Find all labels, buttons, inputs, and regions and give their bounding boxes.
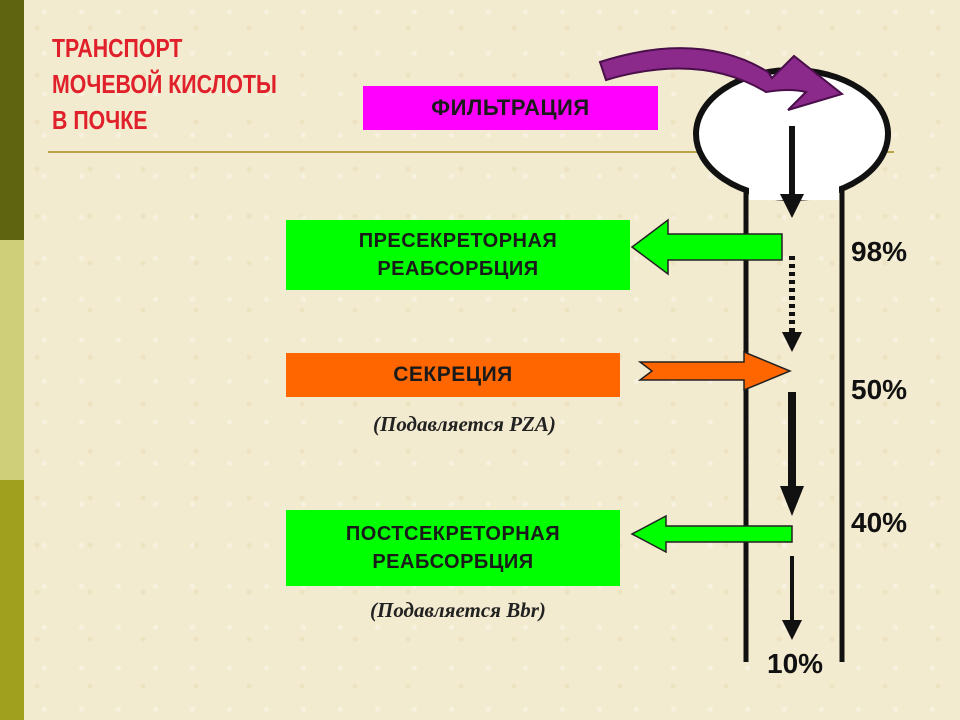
- presecretory-reabsorption-arrow: [630, 218, 783, 276]
- title-line-2: МОЧЕВОЙ КИСЛОТЫ: [52, 69, 277, 99]
- percentage-40: 40%: [851, 507, 908, 538]
- sidebar-block-light: [0, 240, 24, 480]
- percentage-10: 10%: [767, 648, 824, 679]
- secretion-box: СЕКРЕЦИЯ: [286, 353, 620, 397]
- sidebar-block-olive: [0, 480, 24, 720]
- secretion-label: СЕКРЕЦИЯ: [393, 363, 513, 386]
- postsecretory-label-line-2: РЕАБСОРБЦИЯ: [372, 551, 534, 573]
- filtration-box: ФИЛЬТРАЦИЯ: [363, 86, 658, 130]
- filtration-curved-arrow: [598, 47, 845, 111]
- filtration-label: ФИЛЬТРАЦИЯ: [431, 95, 590, 120]
- note-pza: (Подавляется PZA): [373, 412, 556, 436]
- secretion-arrow: [637, 350, 792, 392]
- postsecretory-reabsorption-arrow: [630, 514, 793, 554]
- presecretory-reabsorption-box: ПРЕСЕКРЕТОРНАЯ РЕАБСОРБЦИЯ: [286, 220, 630, 290]
- flow-arrow-2-head: [782, 332, 802, 352]
- title-line-1: ТРАНСПОРТ: [52, 33, 183, 63]
- sidebar-stripe: [0, 0, 24, 720]
- flow-arrow-3-head: [780, 486, 804, 516]
- title-divider: [48, 151, 894, 153]
- sidebar-block-dark: [0, 0, 24, 240]
- percentage-98: 98%: [851, 236, 908, 267]
- flow-arrow-1-head: [780, 194, 804, 218]
- percentage-50: 50%: [851, 374, 908, 405]
- postsecretory-label-line-1: ПОСТСЕКРЕТОРНАЯ: [345, 523, 561, 545]
- presecretory-label-line-2: РЕАБСОРБЦИЯ: [377, 258, 539, 280]
- flow-arrow-4-head: [782, 620, 802, 640]
- slide-title: ТРАНСПОРТ МОЧЕВОЙ КИСЛОТЫ В ПОЧКЕ: [52, 30, 298, 138]
- note-bbr: (Подавляется Bbr): [370, 598, 546, 622]
- presecretory-label-line-1: ПРЕСЕКРЕТОРНАЯ: [358, 230, 558, 252]
- title-line-3: В ПОЧКЕ: [52, 105, 148, 135]
- postsecretory-reabsorption-box: ПОСТСЕКРЕТОРНАЯ РЕАБСОРБЦИЯ: [286, 510, 620, 586]
